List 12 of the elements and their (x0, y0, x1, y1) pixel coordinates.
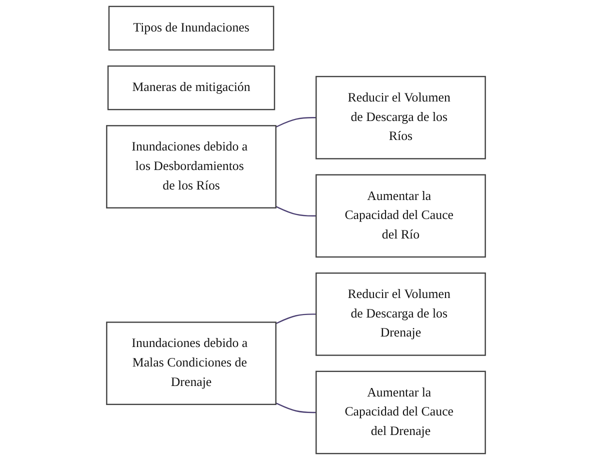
node-box: Reducir el Volumen de Descarga de los Ríos (315, 76, 486, 160)
node-box: Aumentar la Capacidad del Cauce del Drenaje (315, 370, 486, 454)
connector (275, 314, 316, 324)
connector (275, 206, 316, 216)
node-box: Aumentar la Capacidad del Cauce del Río (315, 174, 486, 258)
node-box: Inundaciones debido a los Desbordamientos de los Ríos (106, 125, 276, 208)
connector (275, 402, 316, 414)
node-box: Maneras de mitigación (106, 65, 275, 110)
node-box: Tipos de Inundaciones (108, 6, 274, 51)
connector (275, 117, 316, 128)
node-box: Inundaciones debido a Malas Condiciones de Drenaje (106, 322, 276, 406)
node-box: Reducir el Volumen de Descarga de los Drenaje (315, 272, 486, 356)
